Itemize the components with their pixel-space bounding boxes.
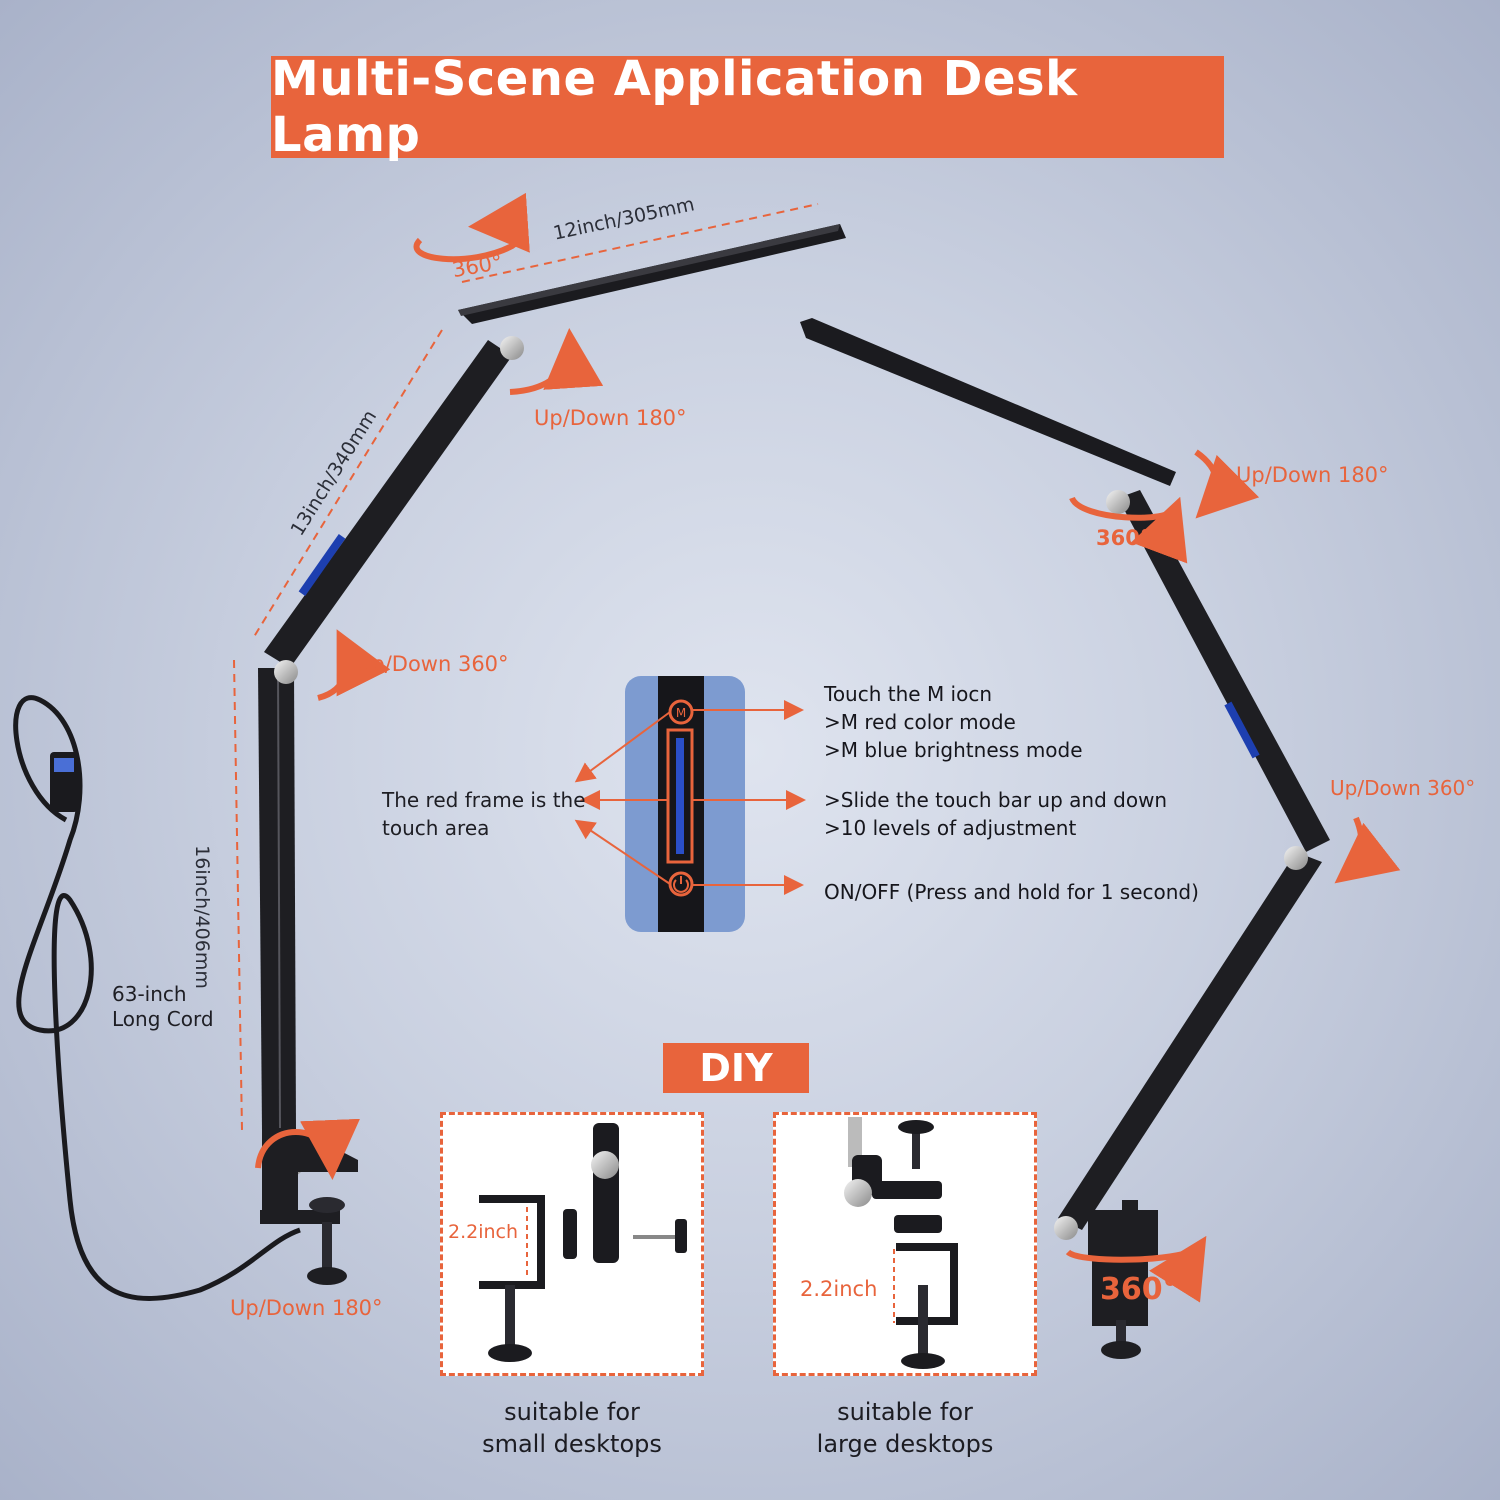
small-clamp-measure: 2.2inch (448, 1221, 519, 1243)
base-arrow-icon (255, 1118, 360, 1180)
small-desk-caption: suitable for small desktops (482, 1398, 662, 1458)
right-clamp (1088, 1200, 1158, 1359)
right-lamp-lower-arm (1058, 852, 1322, 1230)
left-clamp (260, 1130, 358, 1285)
left-lamp-upper-arm (264, 340, 512, 668)
elbow-label-left: Up/Down 360° (356, 652, 509, 676)
page-title: Multi-Scene Application Desk Lamp (271, 51, 1078, 163)
right-head-joint (1106, 490, 1130, 514)
left-lamp-lower-arm (258, 668, 296, 1130)
diy-large-desk-panel: 2.2inch (773, 1112, 1037, 1376)
large-clamp-illustration (844, 1117, 958, 1369)
right-lamp-upper-arm (1118, 490, 1330, 852)
svg-text:M: M (676, 706, 686, 720)
right-elbow-joint (1284, 846, 1308, 870)
right-lamp (800, 318, 1401, 1359)
head-tilt-label-right: Up/Down 180° (1236, 463, 1389, 487)
left-lamp (13, 192, 846, 1301)
left-head-joint (500, 336, 524, 360)
diy-badge: DIY (663, 1043, 809, 1093)
right-base-arrow-icon (1065, 1235, 1207, 1303)
right-swivel-arrow-icon (1069, 496, 1187, 564)
large-desk-caption: suitable for large desktops (816, 1398, 994, 1458)
slider-description: >Slide the touch bar up and down >10 lev… (824, 788, 1168, 840)
touch-slider-frame (666, 728, 694, 864)
touch-area-note: The red frame is the touch area (382, 788, 586, 840)
base-label-left: Up/Down 180° (230, 1296, 383, 1320)
small-clamp-illustration (479, 1123, 687, 1362)
elbow-arrow-icon (317, 629, 391, 701)
right-tilt-arrow-icon (1194, 449, 1260, 519)
cord-label: 63-inch Long Cord (112, 982, 214, 1031)
large-clamp-measure: 2.2inch (800, 1277, 878, 1301)
right-lamp-head (800, 318, 1176, 486)
right-base-joint (1054, 1216, 1078, 1240)
left-elbow-joint (274, 660, 298, 684)
right-elbow-arrow-icon (1334, 816, 1401, 884)
power-description: ON/OFF (Press and hold for 1 second) (824, 880, 1199, 904)
lower-arm-length-label: 16inch/406mm (190, 845, 213, 989)
diy-small-desk-panel: 2.2inch (440, 1112, 704, 1376)
touch-panel-closeup: M (574, 676, 806, 932)
tilt-arrow-icon (509, 328, 604, 395)
head-swivel-label-right: 360° (1096, 526, 1151, 550)
title-banner: Multi-Scene Application Desk Lamp (271, 51, 1224, 163)
elbow-label-right: Up/Down 360° (1330, 776, 1476, 800)
swivel-arrow-icon (413, 192, 530, 263)
head-tilt-label-left: Up/Down 180° (534, 406, 687, 430)
base-swivel-label-right: 360° (1100, 1272, 1178, 1307)
m-icon-description: Touch the M iocn >M red color mode >M bl… (824, 682, 1083, 762)
usb-cord (13, 695, 301, 1301)
